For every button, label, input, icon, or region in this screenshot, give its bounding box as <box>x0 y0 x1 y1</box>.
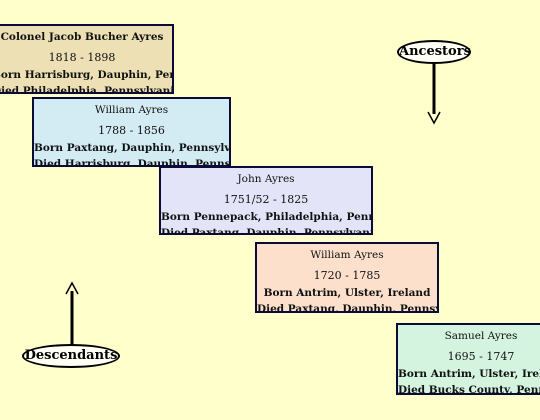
death-place: Died Bucks County, Pennsylvania <box>398 384 540 395</box>
life-dates: 1788 - 1856 <box>98 124 165 137</box>
birth-place: Born Antrim, Ulster, Ireland <box>398 368 540 380</box>
arrow-down-icon <box>427 64 441 125</box>
ancestor-card-jacob-bucher-ayres: Colonel Jacob Bucher Ayres 1818 - 1898 B… <box>0 24 174 94</box>
ancestor-card-william-ayres-1788: William Ayres 1788 - 1856 Born Paxtang, … <box>32 97 231 167</box>
life-dates: 1751/52 - 1825 <box>223 193 309 206</box>
death-place: Died Paxtang, Dauphin, Pennsylvania <box>161 227 373 235</box>
death-place: Died Paxtang, Dauphin, Pennsylvania <box>257 303 439 313</box>
person-name: William Ayres <box>94 104 169 116</box>
ancestor-card-samuel-ayres: Samuel Ayres 1695 - 1747 Born Antrim, Ul… <box>396 323 540 395</box>
person-name: Samuel Ayres <box>444 330 518 342</box>
ancestor-card-john-ayres: John Ayres 1751/52 - 1825 Born Pennepack… <box>159 166 373 235</box>
ancestor-card-william-ayres-1720: William Ayres 1720 - 1785 Born Antrim, U… <box>255 242 439 313</box>
death-place: Died Harrisburg, Dauphin, Pennsylvania <box>34 158 231 167</box>
life-dates: 1720 - 1785 <box>313 269 381 282</box>
arrow-up-icon <box>65 281 79 345</box>
birth-place: Born Harrisburg, Dauphin, Pennsylvania <box>0 69 172 81</box>
life-dates: 1695 - 1747 <box>447 350 515 363</box>
person-name: John Ayres <box>237 173 295 185</box>
person-name: Colonel Jacob Bucher Ayres <box>0 31 164 43</box>
descendants-text: Descendants <box>24 348 118 363</box>
birth-place: Born Paxtang, Dauphin, Pennsylvania <box>34 142 231 154</box>
descendants-label: Descendants <box>22 344 120 368</box>
person-name: William Ayres <box>310 249 384 261</box>
ancestors-label: Ancestors <box>397 40 471 64</box>
birth-place: Born Antrim, Ulster, Ireland <box>263 287 431 299</box>
life-dates: 1818 - 1898 <box>48 51 116 64</box>
death-place: Died Philadelphia, Pennsylvania <box>0 85 174 94</box>
birth-place: Born Pennepack, Philadelphia, Pennsylvan… <box>161 211 371 223</box>
ancestors-text: Ancestors <box>399 44 471 59</box>
